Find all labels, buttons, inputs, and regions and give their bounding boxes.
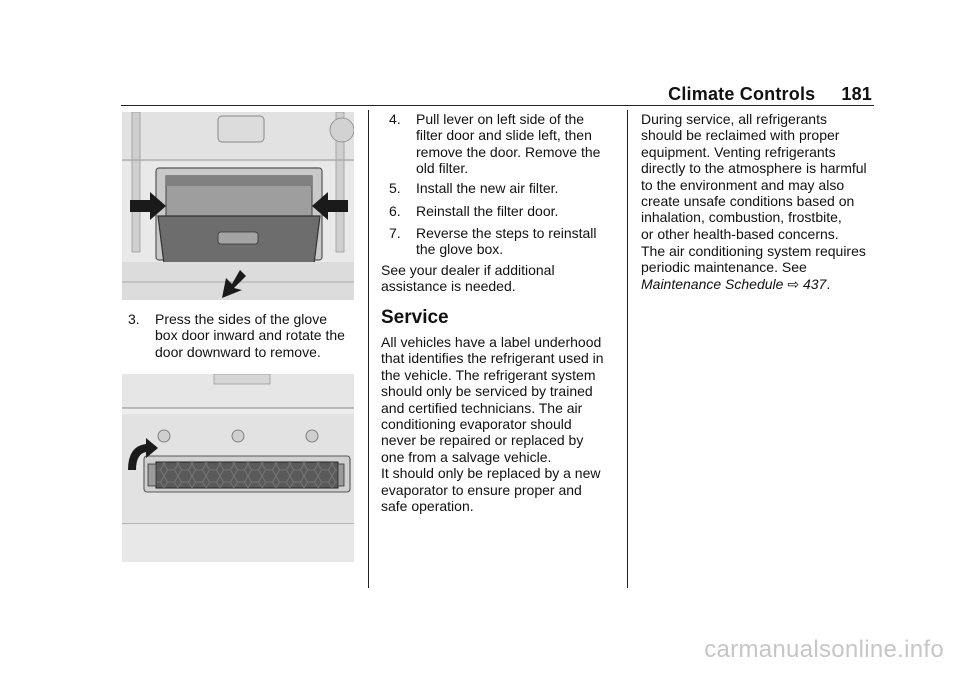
service-paragraph: All vehicles have a label underhood that… bbox=[381, 334, 604, 515]
step-6: 6. Reinstall the filter door. bbox=[389, 203, 625, 221]
step-text: Reinstall the filter door. bbox=[416, 203, 559, 219]
header-rule bbox=[121, 105, 874, 106]
step-number: 5. bbox=[389, 180, 401, 196]
column-divider-2 bbox=[627, 110, 628, 588]
maintenance-schedule-link[interactable]: Maintenance Schedule bbox=[641, 275, 784, 292]
glove-box-illustration bbox=[122, 112, 354, 300]
step-text: Reverse the steps to reinstall the glove… bbox=[416, 225, 597, 258]
step-number: 7. bbox=[389, 225, 401, 241]
maintenance-paragraph: The air conditioning system requires per… bbox=[641, 243, 866, 292]
filter-door-illustration bbox=[122, 374, 354, 562]
step-7: 7. Reverse the steps to reinstall the gl… bbox=[389, 225, 625, 259]
step-text: Press the sides of the glove box door in… bbox=[155, 311, 345, 360]
step-text: Pull lever on left side of the filter do… bbox=[416, 111, 601, 177]
page-ref-arrow-icon: ⇨ bbox=[787, 275, 800, 292]
step-5: 5. Install the new air filter. bbox=[389, 180, 625, 198]
step-3: 3. Press the sides of the glove box door… bbox=[128, 311, 364, 361]
step-number: 3. bbox=[128, 311, 140, 327]
column-divider-1 bbox=[368, 110, 369, 588]
section-title: Climate Controls bbox=[668, 84, 816, 104]
step-number: 4. bbox=[389, 111, 401, 127]
watermark: carmanualsonline.info bbox=[704, 636, 944, 663]
page-number: 181 bbox=[841, 84, 872, 104]
refrigerant-paragraph: During service, all refrigerants should … bbox=[641, 111, 867, 242]
step-text: Install the new air filter. bbox=[416, 180, 559, 196]
page-header: Climate Controls 181 bbox=[668, 84, 872, 105]
step-4: 4. Pull lever on left side of the filter… bbox=[389, 111, 625, 177]
service-heading: Service bbox=[381, 307, 449, 328]
dealer-paragraph: See your dealer if additional assistance… bbox=[381, 262, 555, 295]
page-ref-number[interactable]: 437 bbox=[802, 275, 827, 292]
step-number: 6. bbox=[389, 203, 401, 219]
